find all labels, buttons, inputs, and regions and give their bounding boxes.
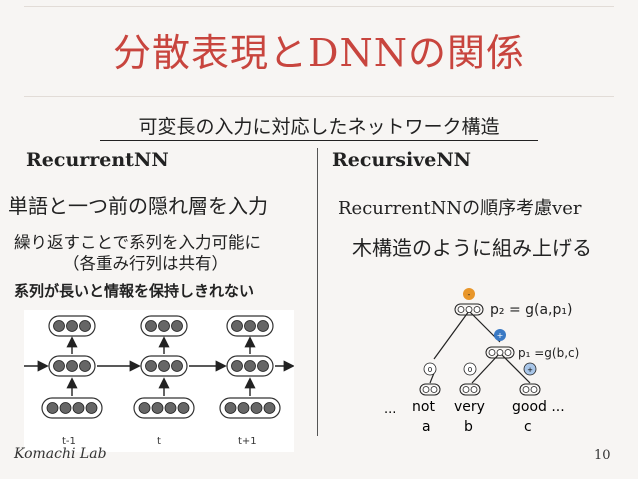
word-good: good ...: [512, 399, 565, 415]
input-layer-2: [133, 397, 195, 419]
unit-node: [59, 402, 72, 414]
recursive-tree-svg: - + 0 0 + p₂ = g(a,p₁) p₁ =g(b,c) ... no…: [384, 288, 579, 435]
word-very: very: [454, 399, 485, 415]
p2-score-node: [463, 288, 475, 300]
unit-node: [231, 360, 243, 372]
unit-node: [53, 360, 65, 372]
p1-vector: [485, 346, 515, 359]
recurrent-sequence-note: 繰り返すことで系列を入力可能に: [14, 233, 262, 252]
unit-node: [46, 402, 59, 414]
recursive-tree-diagram: - + 0 0 + p₂ = g(a,p₁) p₁ =g(b,c) ... no…: [382, 285, 608, 435]
unit-node: [53, 320, 65, 332]
footer-lab-name: Komachi Lab: [14, 446, 107, 462]
unit-node: [158, 320, 170, 332]
unit-node: [224, 402, 237, 414]
unit-node: [164, 402, 177, 414]
unit-node: [257, 320, 269, 332]
unit-node: [177, 402, 190, 414]
symbol-c: c: [524, 419, 532, 435]
recurrent-network-diagram: t-1 t t+1: [24, 310, 295, 452]
leading-ellipsis: ...: [384, 402, 396, 417]
slide-title: 分散表現とDNNの関係: [113, 31, 525, 75]
recurrent-shared-weights-note: （各重み行列は共有）: [63, 254, 228, 273]
p2-equation: p₂ = g(a,p₁): [490, 302, 572, 318]
unit-node: [145, 320, 157, 332]
a-score: 0: [428, 366, 432, 374]
unit-node: [72, 402, 85, 414]
unit-node: [237, 402, 250, 414]
word-not: not: [412, 399, 435, 415]
title-rule: [24, 96, 614, 97]
unit-node: [244, 360, 256, 372]
slide-subtitle: 可変長の入力に対応したネットワーク構造: [100, 116, 538, 141]
recursive-heading: RecursiveNN: [332, 149, 472, 171]
input-layer-3: [219, 397, 281, 419]
unit-node: [250, 402, 263, 414]
unit-node: [171, 320, 183, 332]
column-divider: [317, 148, 318, 436]
b-score: 0: [468, 366, 472, 374]
unit-node: [79, 360, 91, 372]
unit-node: [138, 402, 151, 414]
recursive-tree-note: 木構造のように組み上げる: [352, 236, 592, 260]
c-score-node: [523, 362, 537, 376]
time-label-next: t+1: [238, 436, 257, 447]
symbol-b: b: [464, 419, 473, 435]
unit-node: [231, 320, 243, 332]
c-vector: [519, 383, 541, 396]
edge-a-leaf: [429, 372, 435, 384]
p1-equation: p₁ =g(b,c): [518, 346, 579, 360]
recurrent-limitation-note: 系列が長いと情報を保持しきれない: [14, 282, 255, 300]
unit-node: [257, 360, 269, 372]
top-rule: [24, 6, 614, 7]
c-score: +: [527, 366, 533, 374]
input-layer-1: [41, 397, 103, 419]
symbol-a: a: [422, 419, 431, 435]
p1-score-node: [494, 329, 506, 341]
page-number: 10: [594, 448, 611, 463]
recurrent-heading: RecurrentNN: [26, 149, 169, 171]
a-score-node: [423, 362, 437, 376]
edge-p2-a: [433, 310, 470, 360]
recurrent-network-svg: t-1 t t+1: [24, 315, 295, 447]
unit-node: [66, 320, 78, 332]
time-label-prev: t-1: [62, 436, 76, 447]
unit-node: [85, 402, 98, 414]
p2-vector: [454, 303, 484, 316]
unit-node: [158, 360, 170, 372]
unit-node: [145, 360, 157, 372]
recurrent-description: 単語と一つ前の隠れ層を入力: [8, 194, 268, 218]
p2-score: -: [468, 290, 471, 299]
b-vector: [459, 383, 481, 396]
unit-node: [263, 402, 276, 414]
unit-node: [66, 360, 78, 372]
unit-node: [244, 320, 256, 332]
unit-node: [151, 402, 164, 414]
b-score-node: [463, 362, 477, 376]
a-vector: [419, 383, 441, 396]
unit-node: [171, 360, 183, 372]
p1-score: +: [497, 331, 504, 340]
recursive-description: RecurrentNNの順序考慮ver: [338, 198, 582, 219]
time-label-current: t: [157, 436, 161, 447]
unit-node: [79, 320, 91, 332]
